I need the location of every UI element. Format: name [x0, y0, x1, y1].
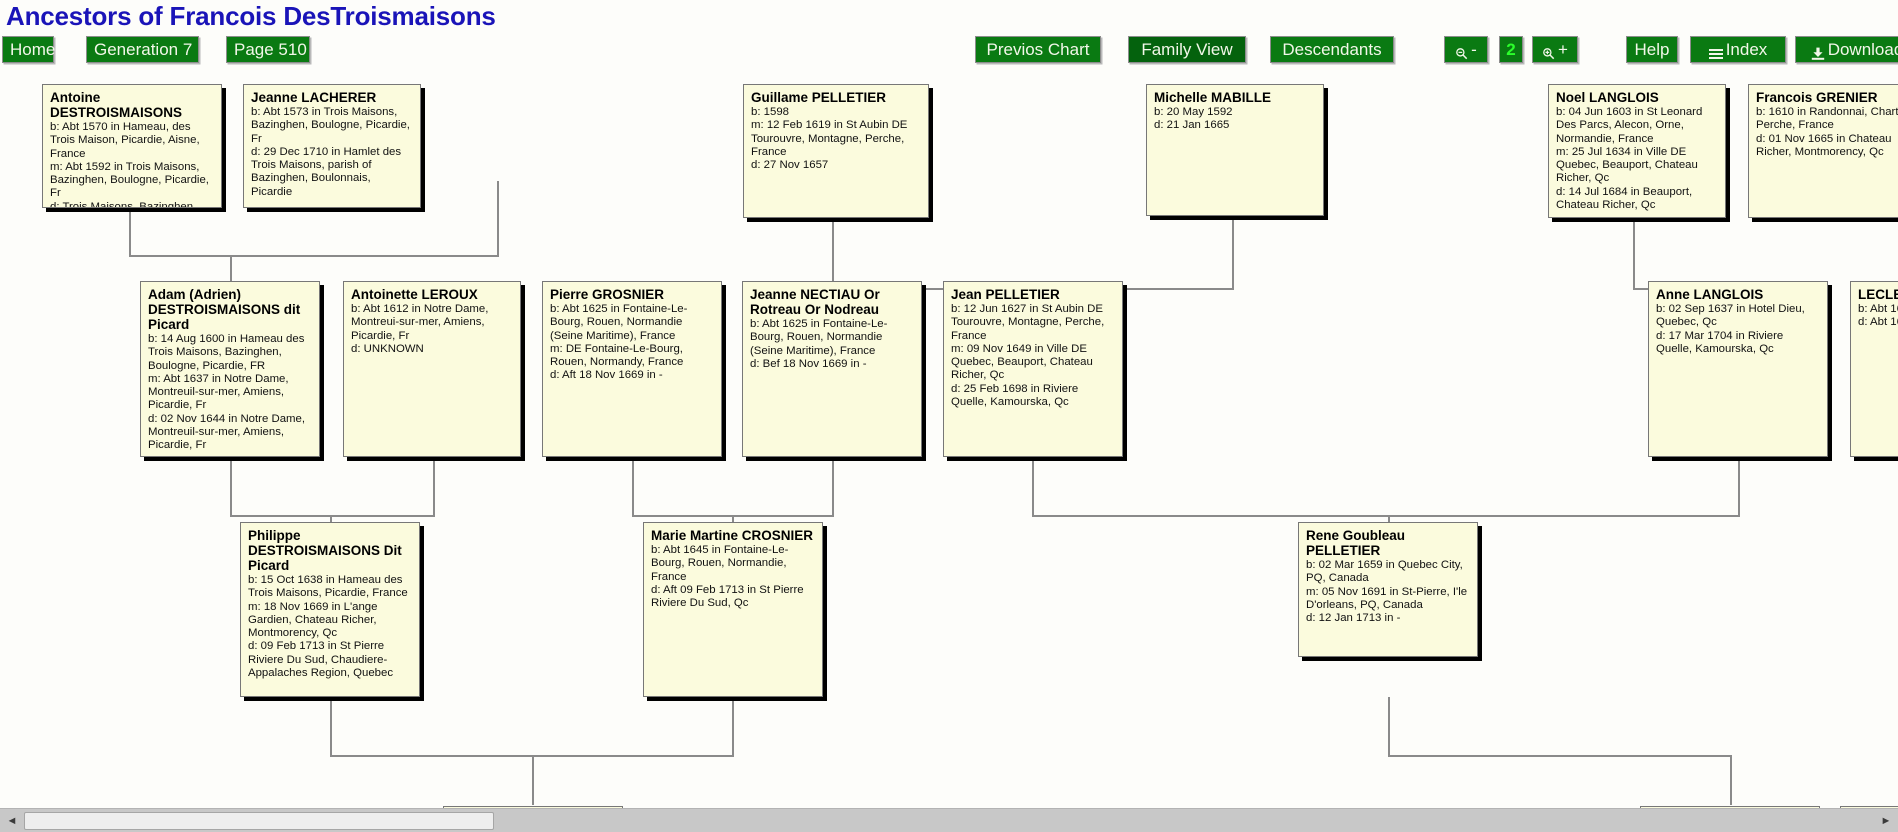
person-name: Jeanne LACHERER [251, 90, 377, 105]
person-name: LECLER [1858, 287, 1898, 302]
person-details: b: 12 Jun 1627 in St Aubin DE Tourouvre,… [951, 303, 1105, 409]
person-details: b: 15 Oct 1638 in Hameau des Trois Maiso… [248, 574, 408, 680]
zoom-out-button[interactable]: - [1444, 36, 1488, 63]
connector-line [433, 457, 435, 516]
person-box[interactable]: Jeanne LACHERER b: Abt 1573 in Trois Mai… [243, 84, 421, 208]
person-name: Anne LANGLOIS [1656, 287, 1764, 302]
person-name: Guillame PELLETIER [751, 90, 887, 105]
connector-line [1232, 214, 1234, 290]
zoom-out-label: - [1471, 40, 1477, 59]
person-details: b: Abt 1612 in Notre Dame, Montreui-sur-… [351, 303, 489, 355]
hamburger-menu-icon [1708, 39, 1723, 64]
person-box[interactable]: Michelle MABILLE b: 20 May 1592 d: 21 Ja… [1146, 84, 1324, 216]
help-button[interactable]: Help [1626, 36, 1678, 63]
person-box[interactable]: Noel LANGLOIS b: 04 Jun 1603 in St Leona… [1548, 84, 1726, 218]
connector-line [129, 181, 131, 256]
connector-line [230, 457, 232, 516]
connector-line [1730, 755, 1732, 805]
zoom-in-button[interactable]: + [1532, 36, 1578, 63]
connector-line [732, 697, 734, 756]
person-name: Antoinette LEROUX [351, 287, 478, 302]
person-details: b: 14 Aug 1600 in Hameau des Trois Maiso… [148, 333, 306, 452]
connector-line [1388, 755, 1732, 757]
connector-line [330, 697, 332, 756]
magnifier-plus-icon [1542, 39, 1555, 64]
person-details: b: Abt 1625 in Fontaine-Le-Bourg, Rouen,… [750, 318, 888, 370]
connector-line [1032, 515, 1740, 517]
download-label: Download [1827, 40, 1898, 59]
person-box[interactable]: Philippe DESTROISMAISONS Dit Picard b: 1… [240, 522, 420, 697]
person-box[interactable]: Anne LANGLOIS b: 02 Sep 1637 in Hotel Di… [1648, 281, 1828, 457]
person-details: b: 1598 m: 12 Feb 1619 in St Aubin DE To… [751, 106, 908, 172]
download-button[interactable]: Download [1795, 36, 1898, 63]
person-name: Antoine DESTROISMAISONS [50, 90, 183, 120]
previous-chart-button[interactable]: Previos Chart [975, 36, 1101, 63]
horizontal-scrollbar[interactable]: ◄ ► [0, 808, 1898, 832]
index-label: Index [1725, 40, 1768, 59]
connector-line [1032, 457, 1034, 516]
person-box[interactable]: Jean PELLETIER b: 12 Jun 1627 in St Aubi… [943, 281, 1123, 457]
zoom-in-label: + [1558, 40, 1568, 59]
person-name: Philippe DESTROISMAISONS Dit Picard [248, 528, 402, 573]
generation-button[interactable]: Generation 7 [86, 36, 199, 63]
descendants-button[interactable]: Descendants [1270, 36, 1394, 63]
pedigree-canvas: Antoine DESTROISMAISONS b: Abt 1570 in H… [0, 66, 1898, 832]
person-box[interactable]: Rene Goubleau PELLETIER b: 02 Mar 1659 i… [1298, 522, 1478, 657]
scroll-left-arrow[interactable]: ◄ [6, 814, 18, 827]
person-name: Francois GRENIER [1756, 90, 1878, 105]
person-details: b: 20 May 1592 d: 21 Jan 1665 [1154, 106, 1233, 132]
person-details: b: Abt 1645 in Fontaine-Le-Bourg, Rouen,… [651, 544, 804, 610]
download-icon [1811, 39, 1825, 64]
connector-line [832, 457, 834, 516]
person-name: Adam (Adrien) DESTROISMAISONS dit Picard [148, 287, 301, 332]
connector-line [1633, 214, 1635, 289]
person-box[interactable]: Antoinette LEROUX b: Abt 1612 in Notre D… [343, 281, 521, 457]
person-box[interactable]: Francois GRENIER b: 1610 in Randonnai, C… [1748, 84, 1898, 218]
home-button[interactable]: Home [2, 36, 55, 63]
family-view-button[interactable]: Family View [1128, 36, 1246, 63]
page-button[interactable]: Page 510 [226, 36, 310, 63]
person-name: Jeanne NECTIAU Or Rotreau Or Nodreau [750, 287, 880, 317]
scrollbar-track[interactable] [24, 808, 1874, 832]
person-box[interactable]: Adam (Adrien) DESTROISMAISONS dit Picard… [140, 281, 320, 457]
person-name: Pierre GROSNIER [550, 287, 665, 302]
person-name: Marie Martine CROSNIER [651, 528, 814, 543]
connector-line [129, 255, 499, 257]
person-box[interactable]: Jeanne NECTIAU Or Rotreau Or Nodreau b: … [742, 281, 922, 457]
person-details: b: Abt 1625 in Fontaine-Le-Bourg, Rouen,… [550, 303, 688, 382]
person-details: b: 02 Sep 1637 in Hotel Dieu, Quebec, Qc… [1656, 303, 1805, 355]
toolbar: Home Generation 7 Page 510 Previos Chart… [0, 36, 1898, 66]
person-box[interactable]: Antoine DESTROISMAISONS b: Abt 1570 in H… [42, 84, 222, 208]
scrollbar-thumb[interactable] [24, 811, 494, 830]
person-name: Noel LANGLOIS [1556, 90, 1659, 105]
zoom-level-indicator[interactable]: 2 [1499, 36, 1523, 63]
person-details: b: 04 Jun 1603 in St Leonard Des Parcs, … [1556, 106, 1703, 212]
connector-line [532, 755, 534, 805]
index-button[interactable]: Index [1690, 36, 1786, 63]
person-box[interactable]: Marie Martine CROSNIER b: Abt 1645 in Fo… [643, 522, 823, 697]
person-box[interactable]: LECLER b: Abt 163 d: Abt 165 [1850, 281, 1898, 457]
person-box[interactable]: Guillame PELLETIER b: 1598 m: 12 Feb 161… [743, 84, 929, 218]
connector-line [632, 457, 634, 516]
person-details: b: Abt 163 d: Abt 165 [1858, 303, 1898, 329]
connector-line [832, 214, 834, 289]
connector-line [1388, 697, 1390, 756]
person-box[interactable]: Pierre GROSNIER b: Abt 1625 in Fontaine-… [542, 281, 722, 457]
person-details: b: Abt 1570 in Hameau, des Trois Maison,… [50, 121, 209, 208]
person-details: b: 02 Mar 1659 in Quebec City, PQ, Canad… [1306, 559, 1468, 625]
person-name: Michelle MABILLE [1154, 90, 1272, 105]
person-name: Rene Goubleau PELLETIER [1306, 528, 1406, 558]
connector-line [1738, 457, 1740, 516]
connector-line [230, 515, 435, 517]
page-title: Ancestors of Francois DesTroismaisons [6, 1, 496, 31]
person-details: b: 1610 in Randonnai, Chartres, Perche, … [1756, 106, 1898, 158]
magnifier-minus-icon [1455, 39, 1468, 64]
person-details: b: Abt 1573 in Trois Maisons, Bazinghen,… [251, 106, 410, 198]
connector-line [497, 181, 499, 256]
person-name: Jean PELLETIER [951, 287, 1060, 302]
scroll-right-arrow[interactable]: ► [1880, 814, 1892, 827]
